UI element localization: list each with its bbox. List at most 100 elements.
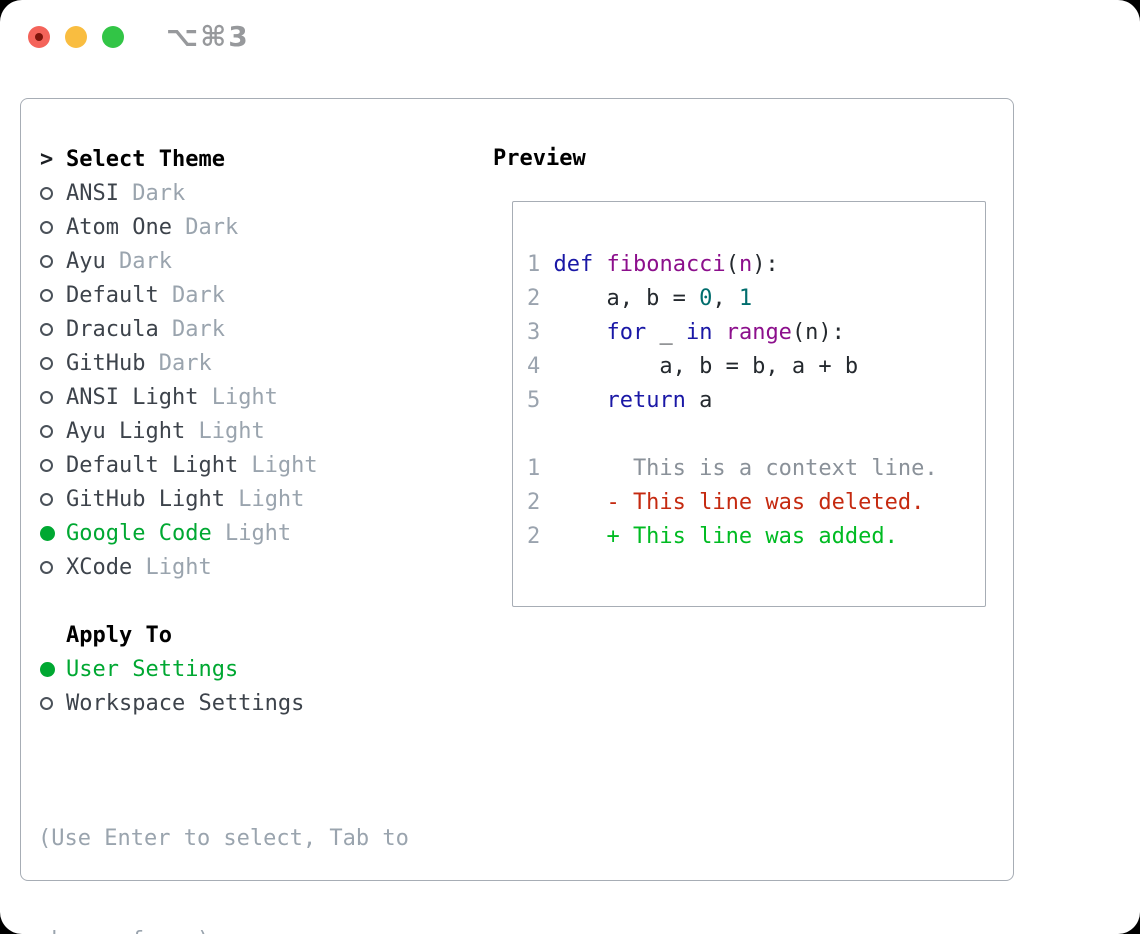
theme-option-dracula[interactable]: Dracula Dark xyxy=(40,312,318,346)
option-label: Workspace Settings xyxy=(66,690,305,716)
code-token: ( xyxy=(725,252,739,277)
theme-option-ansi[interactable]: ANSI Dark xyxy=(40,176,318,210)
line-number: 1 xyxy=(527,456,541,481)
option-variant-label: Light xyxy=(185,418,265,444)
radio-glyph xyxy=(40,560,53,574)
theme-option-xcode[interactable]: XCode Light xyxy=(40,550,318,584)
preview-line: 2 a, b = 0, 1 xyxy=(527,282,985,316)
theme-option-ayu-light[interactable]: Ayu Light Light xyxy=(40,414,318,448)
code-token xyxy=(712,320,725,345)
line-number: 2 xyxy=(527,286,541,311)
option-variant-label: Light xyxy=(238,452,318,478)
code-token xyxy=(553,320,606,345)
line-number: 4 xyxy=(527,354,541,379)
option-label: Default xyxy=(66,282,159,308)
theme-option-default[interactable]: Default Dark xyxy=(40,278,318,312)
radio-icon xyxy=(40,356,66,370)
radio-icon xyxy=(40,560,66,574)
code-token: range xyxy=(725,320,792,345)
radio-icon xyxy=(40,458,66,472)
line-number: 3 xyxy=(527,320,541,345)
radio-icon xyxy=(40,492,66,506)
theme-option-default-light[interactable]: Default Light Light xyxy=(40,448,318,482)
line-number: 2 xyxy=(527,524,541,549)
code-token xyxy=(593,252,606,277)
option-label: Ayu xyxy=(66,248,106,274)
option-variant-label: Dark xyxy=(158,316,225,342)
preview-line: 2 + This line was added. xyxy=(527,520,985,554)
option-label: Default Light xyxy=(66,452,239,478)
option-variant-label: Light xyxy=(132,554,212,580)
line-number: 2 xyxy=(527,490,541,515)
option-label: ANSI xyxy=(66,180,119,206)
radio-glyph xyxy=(40,661,55,677)
option-variant-label: Light xyxy=(198,384,278,410)
option-label: Ayu Light xyxy=(66,418,186,444)
radio-glyph xyxy=(40,356,53,370)
radio-glyph xyxy=(40,525,55,541)
radio-glyph xyxy=(40,220,53,234)
code-token: a, b = b, a + b xyxy=(553,354,859,379)
option-variant-label: Dark xyxy=(158,282,225,308)
option-variant-label: Light xyxy=(224,486,305,512)
code-token: 1 xyxy=(738,286,753,311)
close-inner-dot xyxy=(35,33,43,41)
radio-glyph xyxy=(40,390,53,404)
prompt-icon: > xyxy=(40,146,54,172)
theme-option-github[interactable]: GitHub Dark xyxy=(40,346,318,380)
close-button[interactable] xyxy=(28,26,50,48)
theme-option-google-code[interactable]: Google Code Light xyxy=(40,516,318,550)
option-variant-label: Dark xyxy=(105,248,172,274)
apply-option-user-settings[interactable]: User Settings xyxy=(40,652,318,686)
select-theme-header: > Select Theme xyxy=(40,142,318,176)
code-token: a xyxy=(685,388,713,413)
blank-line xyxy=(527,418,985,452)
radio-glyph xyxy=(40,322,53,336)
theme-option-ansi-light[interactable]: ANSI Light Light xyxy=(40,380,318,414)
theme-option-ayu[interactable]: Ayu Dark xyxy=(40,244,318,278)
hint-line: (Use Enter to select, Tab to xyxy=(38,826,409,851)
titlebar: ⌥⌘3 xyxy=(28,20,250,53)
option-label: Google Code xyxy=(66,520,212,546)
code-token: n xyxy=(738,252,753,277)
hint-line: change focus) xyxy=(38,924,409,934)
option-label: GitHub Light xyxy=(66,486,225,512)
apply-to-title: Apply To xyxy=(66,622,172,648)
option-label: XCode xyxy=(66,554,133,580)
radio-glyph xyxy=(40,288,53,302)
radio-glyph xyxy=(40,424,53,438)
radio-glyph xyxy=(40,186,53,200)
preview-title: Preview xyxy=(493,146,586,171)
radio-icon xyxy=(40,220,66,234)
theme-option-atom-one[interactable]: Atom One Dark xyxy=(40,210,318,244)
radio-icon xyxy=(40,696,66,710)
preview-line: 2 - This line was deleted. xyxy=(527,486,985,520)
line-number: 1 xyxy=(527,252,541,277)
code-token xyxy=(553,388,606,413)
diff-ctx-text: This is a context line. xyxy=(553,456,938,481)
diff-preview: 1 This is a context line. 2 - This line w… xyxy=(527,452,985,554)
code-token: for xyxy=(606,320,647,345)
code-token: in xyxy=(685,320,713,345)
select-theme-title: Select Theme xyxy=(66,146,225,172)
radio-icon xyxy=(40,254,66,268)
theme-option-github-light[interactable]: GitHub Light Light xyxy=(40,482,318,516)
apply-option-workspace-settings[interactable]: Workspace Settings xyxy=(40,686,318,720)
diff-add-text: + This line was added. xyxy=(553,524,898,549)
apply-to-header: Apply To xyxy=(40,618,318,652)
window-shortcut-label: ⌥⌘3 xyxy=(166,20,250,53)
radio-glyph xyxy=(40,458,53,472)
keyboard-hint: (Use Enter to select, Tab to change focu… xyxy=(38,754,409,934)
radio-glyph xyxy=(40,696,53,710)
zoom-button[interactable] xyxy=(102,26,124,48)
radio-icon xyxy=(40,424,66,438)
minimize-button[interactable] xyxy=(65,26,87,48)
radio-selected-icon xyxy=(40,661,66,677)
code-token: , xyxy=(712,286,739,311)
option-variant-label: Light xyxy=(211,520,292,546)
